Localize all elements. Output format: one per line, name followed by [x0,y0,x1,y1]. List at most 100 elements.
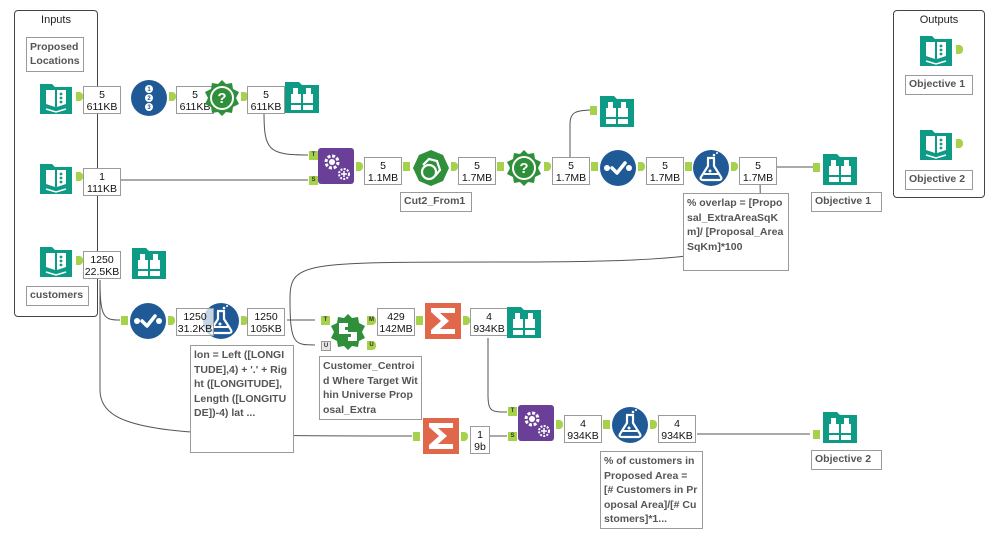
output-anchor[interactable] [461,432,468,441]
input-data-tool-2[interactable] [38,160,74,196]
input-data-icon [40,84,72,114]
svg-text:2: 2 [147,96,151,102]
output-anchor[interactable] [356,162,363,171]
summarize-icon [425,303,461,339]
summarize-icon [423,418,459,454]
source-input-anchor[interactable]: S [508,432,517,441]
output-anchor[interactable] [956,139,963,148]
browse-tool-objective2[interactable] [822,408,858,444]
objective1-browse-label: Objective 1 [811,192,882,212]
output-data-tool-2[interactable] [918,126,954,162]
input-data-tool-customers[interactable] [38,243,74,279]
target-input-anchor[interactable]: T [321,316,330,325]
output-anchor[interactable] [731,162,738,171]
input-anchor[interactable] [813,163,820,172]
input-anchor[interactable] [603,420,610,429]
spatial-filter-icon: ? [507,150,541,186]
append-fields-tool-2[interactable] [518,405,554,441]
output-anchor[interactable] [241,316,248,325]
inputs-container[interactable]: Inputs [14,10,98,317]
input-data-tool-proposed[interactable] [38,80,74,116]
browse-tool-2[interactable] [599,92,635,128]
output-anchor[interactable] [463,316,470,325]
output-anchor[interactable] [168,316,175,325]
select-icon [130,303,166,339]
svg-text:?: ? [519,160,528,177]
record-id-icon: 123 [131,80,167,116]
spatial-filter-icon: ? [205,80,239,116]
universe-input-anchor[interactable]: U [321,341,331,351]
input-anchor[interactable] [416,316,423,325]
outputs-container[interactable]: Outputs [893,10,985,198]
outputs-container-title: Outputs [919,14,959,26]
input-anchor[interactable] [813,430,820,439]
output-anchor[interactable] [556,420,563,429]
customers-pct-annotation: % of customers in Proposed Area = [# Cus… [600,451,703,529]
source-input-anchor[interactable]: S [309,176,318,185]
spatial-process-tool[interactable] [413,150,449,186]
spatial-filter-tool[interactable]: ? [204,80,240,116]
formula-tool[interactable] [693,150,729,186]
output-anchor[interactable] [76,92,83,101]
input-anchor[interactable] [121,316,128,325]
output-data-tool-1[interactable] [918,32,954,68]
matched-output-anchor[interactable]: M [367,316,376,325]
svg-text:1: 1 [147,87,151,93]
append-fields-icon [518,405,554,441]
formula-tool-3[interactable] [612,407,648,443]
unmatched-output-anchor[interactable]: U [367,341,376,350]
output-anchor[interactable] [544,162,551,171]
wire [99,279,121,321]
select-tool[interactable] [600,150,636,186]
output-objective1-label: Objective 1 [905,75,973,95]
input-data-icon [40,164,72,194]
select-tool-2[interactable] [130,303,166,339]
summarize-tool-2[interactable] [423,418,459,454]
spatial-match-icon [331,314,365,350]
input-anchor[interactable] [413,432,420,441]
output-anchor[interactable] [76,256,83,265]
browse-tool[interactable] [284,78,320,114]
spatial-match-annotation: Customer_Centroid Where Target Within Un… [319,356,422,420]
spatial-filter-tool-2[interactable]: ? [506,150,542,186]
target-input-anchor[interactable]: T [508,407,517,416]
browse-tool-4[interactable] [506,303,542,339]
browse-tool-objective1[interactable] [822,150,858,186]
output-anchor[interactable] [638,162,645,171]
output-anchor[interactable] [956,45,963,54]
output-anchor[interactable] [451,162,458,171]
spatial-process-icon [413,150,449,186]
target-input-anchor[interactable]: T [309,151,318,160]
input-anchor[interactable] [685,162,692,171]
output-anchor[interactable] [241,92,248,101]
proposed-locations-label: Proposed Locations [26,37,84,72]
output-data-icon [920,130,952,160]
output-anchor[interactable] [650,420,657,429]
browse-icon [600,96,634,127]
output-objective2-label: Objective 2 [905,170,973,190]
output-anchor[interactable] [76,172,83,181]
spatial-match-tool[interactable] [330,314,366,350]
output-anchor[interactable] [169,92,176,101]
input-anchor[interactable] [403,162,410,171]
lonlat-formula-annotation: lon = Left ([LONGITUDE],4) + '.' + Right… [190,345,294,453]
input-anchor[interactable] [590,106,597,115]
wire [569,109,596,160]
input-anchor[interactable] [591,162,598,171]
inputs-container-title: Inputs [41,14,71,26]
summarize-tool[interactable] [425,303,461,339]
input-anchor[interactable] [497,162,504,171]
append-fields-tool[interactable] [318,148,354,184]
browse-tool-3[interactable] [131,244,167,280]
